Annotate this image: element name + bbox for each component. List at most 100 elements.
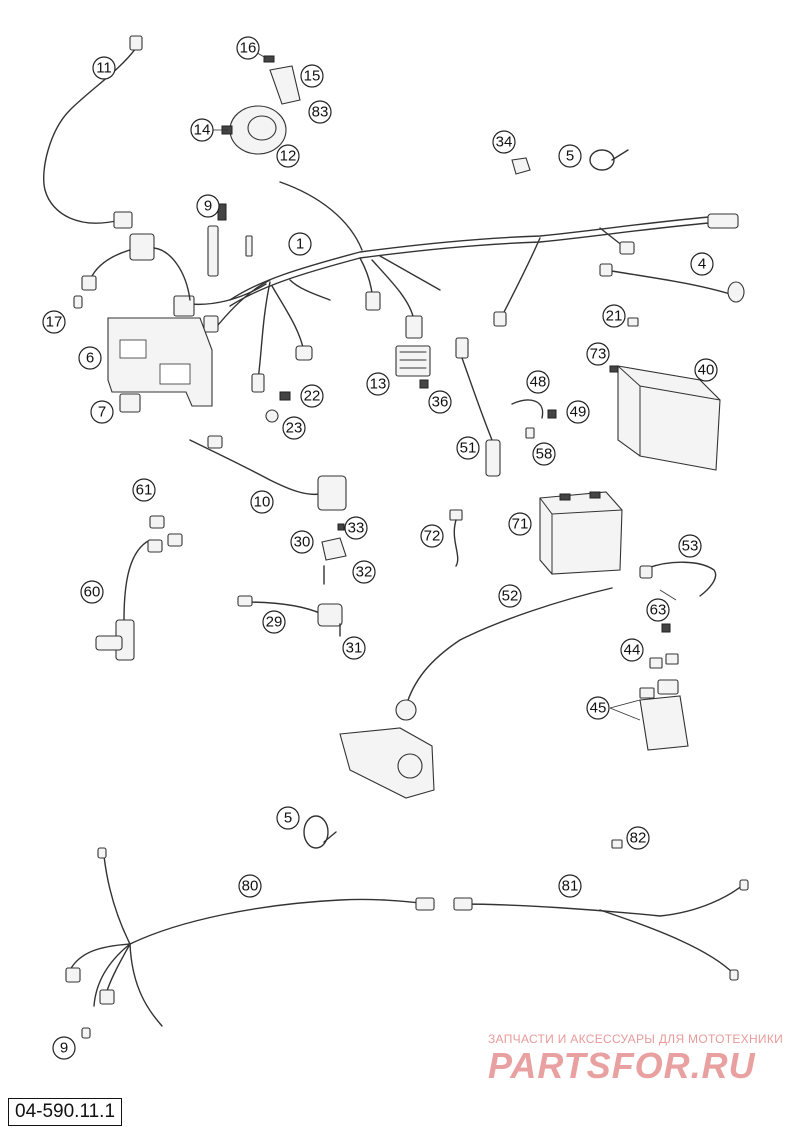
tie-5-and-82 [303,815,623,849]
callout-11: 11 [92,56,116,80]
callout-34: 34 [492,130,516,154]
svg-text:15: 15 [304,68,321,85]
svg-text:4: 4 [698,256,706,273]
cable-10 [189,435,347,511]
watermark: ЗАПЧАСТИ И АКСЕССУАРЫ ДЛЯ МОТОТЕХНИКИ PA… [488,1032,788,1086]
horn-assembly [212,49,301,155]
callout-82: 82 [626,826,650,850]
callout-73: 73 [586,342,610,366]
callout-22: 22 [300,384,324,408]
callout-5: 5 [276,806,300,830]
callout-49: 49 [566,400,590,424]
callout-12: 12 [276,144,300,168]
svg-text:32: 32 [356,564,373,581]
svg-text:21: 21 [606,308,623,325]
svg-text:49: 49 [570,404,587,421]
bracket-plate-6 [107,317,213,407]
svg-text:5: 5 [284,810,292,827]
part-17 [73,295,83,309]
svg-text:53: 53 [682,538,699,555]
starter-relay-45 [639,623,689,751]
callout-16: 16 [236,36,260,60]
callout-15: 15 [300,64,324,88]
svg-text:10: 10 [254,494,271,511]
svg-text:14: 14 [194,122,211,139]
callout-60: 60 [80,580,104,604]
svg-text:40: 40 [698,362,715,379]
svg-text:1: 1 [296,236,304,253]
svg-text:51: 51 [460,440,477,457]
cable-29 [237,595,343,637]
callout-17: 17 [42,310,66,334]
cable-53 [639,561,717,597]
callout-1: 1 [288,232,312,256]
svg-text:48: 48 [530,374,547,391]
svg-text:44: 44 [624,642,641,659]
callout-63: 63 [646,598,670,622]
svg-text:60: 60 [84,584,101,601]
callout-13: 13 [366,372,390,396]
svg-text:23: 23 [286,420,303,437]
callout-52: 52 [498,584,522,608]
svg-text:52: 52 [502,588,519,605]
main-harness-1 [81,181,739,393]
callout-80: 80 [238,874,262,898]
svg-text:31: 31 [346,640,363,657]
callout-29: 29 [262,610,286,634]
svg-text:11: 11 [96,60,112,77]
callout-9: 9 [52,1036,76,1060]
leader-lines [609,589,677,721]
parts-22-23 [265,391,291,423]
callout-23: 23 [282,416,306,440]
callout-81: 81 [558,874,582,898]
watermark-brand: PARTSFOR.RU [488,1045,756,1086]
callout-36: 36 [428,390,452,414]
svg-text:82: 82 [630,830,647,847]
regulator-13 [395,345,431,389]
watermark-tagline: ЗАПЧАСТИ И АКСЕССУАРЫ ДЛЯ МОТОТЕХНИКИ [488,1032,784,1046]
svg-text:9: 9 [204,198,212,215]
callout-6: 6 [78,346,102,370]
svg-text:12: 12 [280,148,297,165]
callout-44: 44 [620,638,644,662]
callout-14: 14 [190,118,214,142]
ignition-coil-60 [95,515,183,661]
callout-51: 51 [456,436,480,460]
callout-7: 7 [90,400,114,424]
sensor-30 [321,523,347,585]
callout-10: 10 [250,490,274,514]
svg-text:16: 16 [240,40,257,57]
fuse-72 [449,509,463,567]
harness-80-81 [65,847,749,1039]
battery-box-40 [609,365,721,471]
callout-71: 71 [508,512,532,536]
svg-text:36: 36 [432,394,449,411]
callout-45: 45 [586,696,610,720]
callout-58: 58 [532,442,556,466]
svg-text:72: 72 [424,528,441,545]
sensor-51 [455,337,501,477]
callout-33: 33 [344,516,368,540]
callout-72: 72 [420,524,444,548]
svg-text:81: 81 [562,878,579,895]
callout-5: 5 [558,144,582,168]
callout-30: 30 [290,530,314,554]
cable-4 [599,263,745,327]
svg-text:17: 17 [46,314,63,331]
callout-32: 32 [352,560,376,584]
relay-7 [119,393,141,413]
svg-text:30: 30 [294,534,311,551]
callout-4: 4 [690,252,714,276]
svg-text:6: 6 [86,350,94,367]
callout-21: 21 [602,304,626,328]
svg-text:71: 71 [512,516,529,533]
ground-cable-48 [511,399,557,439]
diagram-code: 04-590.11.1 [8,1098,123,1126]
svg-text:73: 73 [590,346,607,363]
cable-11 [43,35,143,229]
svg-text:45: 45 [590,700,607,717]
callout-9: 9 [196,194,220,218]
callout-83: 83 [308,100,332,124]
